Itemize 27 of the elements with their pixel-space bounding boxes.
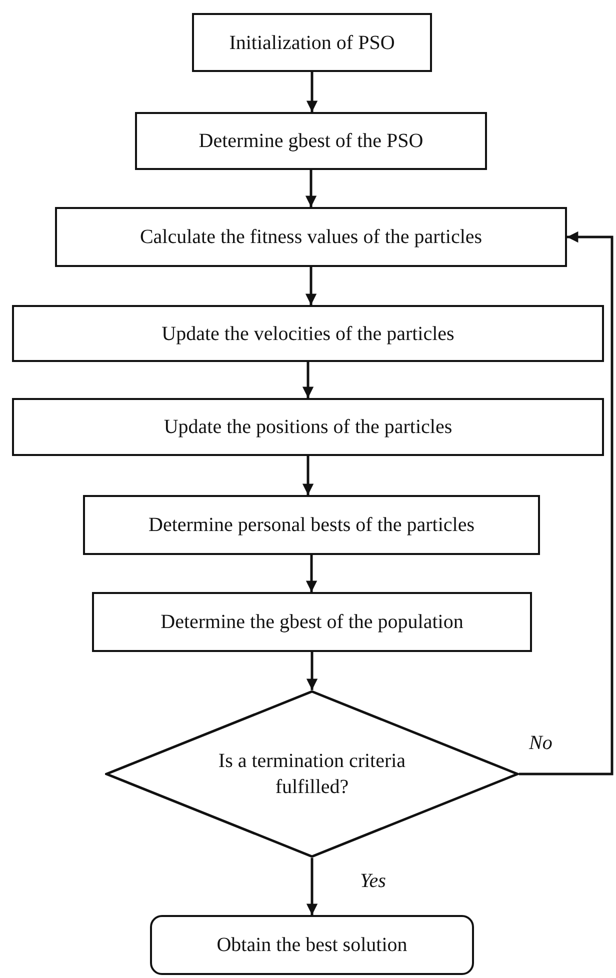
step-text: Update the positions of the particles — [164, 415, 452, 440]
process-box — [12, 305, 604, 362]
arrow — [306, 858, 318, 915]
process-box — [55, 207, 567, 267]
step-text: Initialization of PSO — [229, 30, 395, 56]
step-text: Calculate the fitness values of the particles — [140, 225, 482, 250]
decision-diamond — [105, 690, 519, 858]
step-text: Determine gbest of the PSO — [198, 129, 424, 154]
arrow — [306, 652, 318, 690]
process-box — [92, 592, 532, 652]
step-text: Determine the gbest of the population — [160, 610, 464, 635]
step-text: Obtain the best solution — [216, 933, 408, 958]
process-box — [12, 398, 604, 456]
process-box — [192, 13, 432, 72]
arrow — [302, 456, 314, 495]
arrow — [519, 231, 614, 776]
arrow — [302, 362, 314, 398]
step-text: Is a termination criteria fulfilled? — [217, 749, 407, 800]
process-box — [83, 495, 540, 555]
arrow — [306, 555, 318, 592]
process-box — [135, 112, 487, 170]
terminal-box — [150, 915, 474, 975]
arrow — [305, 170, 317, 207]
arrow — [306, 72, 318, 112]
step-text: Update the velocities of the particles — [162, 322, 454, 346]
arrow — [305, 267, 317, 305]
step-text: Determine personal bests of the particles — [148, 513, 474, 538]
